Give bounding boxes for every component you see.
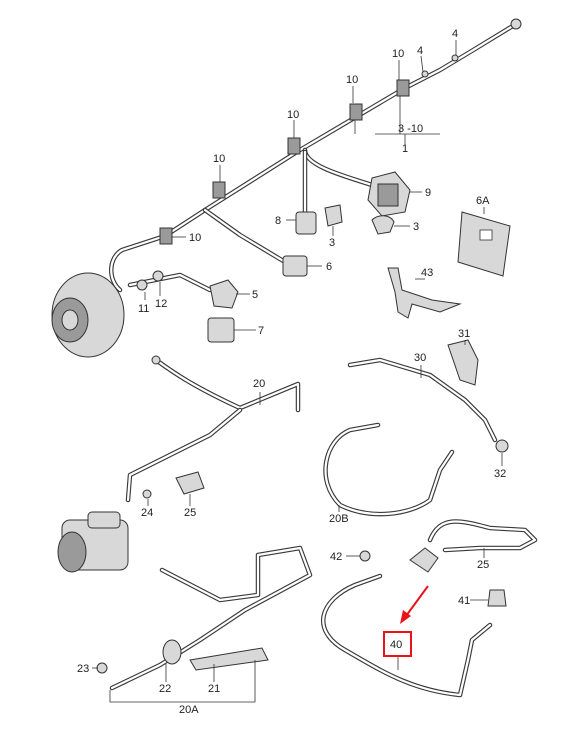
- highlight-part-40: 40: [383, 585, 429, 657]
- label-30: 30: [414, 352, 426, 364]
- label-12: 12: [155, 298, 167, 310]
- label-42: 42: [330, 551, 342, 563]
- label-5: 5: [252, 289, 258, 301]
- washer-12: [152, 270, 164, 282]
- label-20: 20: [253, 378, 265, 390]
- main-harness: [109, 18, 522, 293]
- harness-clip: [396, 79, 410, 97]
- label-40: 40: [390, 639, 402, 651]
- label-24: 24: [141, 507, 153, 519]
- nut-23: [96, 662, 108, 674]
- cable-25: [427, 519, 538, 553]
- grommet: [451, 54, 459, 62]
- boot-5: [209, 279, 239, 309]
- harness-clip: [159, 227, 173, 245]
- label-10: 10: [189, 232, 201, 244]
- label-31: 31: [458, 328, 470, 340]
- nut-11: [136, 279, 148, 291]
- connector-9: [367, 171, 411, 217]
- label-20a: 20A: [179, 704, 199, 716]
- sensor-7: [207, 317, 235, 343]
- clip-3b: [371, 215, 395, 235]
- label-25: 25: [184, 507, 196, 519]
- label-21: 21: [208, 683, 220, 695]
- label-10: 10: [346, 74, 358, 86]
- highlight-box: [383, 631, 412, 657]
- label-25: 25: [477, 559, 489, 571]
- label-sheet-6a: [457, 211, 511, 277]
- bracket-31: [447, 339, 479, 386]
- connector-6: [282, 255, 308, 277]
- harness-20: [125, 355, 301, 503]
- grommet-25: [175, 471, 205, 495]
- harness-clip: [349, 103, 363, 121]
- alternator: [51, 272, 125, 358]
- clip-3: [324, 204, 343, 227]
- starter-motor: [57, 511, 129, 573]
- cable-40: [321, 573, 493, 698]
- label-10: 10: [287, 109, 299, 121]
- harness-clip: [287, 137, 301, 155]
- bracket-43: [387, 267, 462, 319]
- label-7: 7: [258, 325, 264, 337]
- label-4: 4: [452, 28, 458, 40]
- cable-guide-21: [189, 647, 269, 671]
- label-41: 41: [458, 595, 470, 607]
- highlight-arrow-head: [400, 610, 411, 624]
- label-43: 43: [421, 267, 433, 279]
- label-10: 10: [392, 48, 404, 60]
- label-10: 10: [213, 153, 225, 165]
- terminal-25: [409, 547, 439, 573]
- label-3-10: 3 -10: [398, 123, 423, 135]
- label-22: 22: [159, 683, 171, 695]
- label-8: 8: [275, 215, 281, 227]
- label-23: 23: [77, 663, 89, 675]
- label-9: 9: [425, 187, 431, 199]
- label-32: 32: [494, 468, 506, 480]
- label-4: 4: [417, 45, 423, 57]
- label-11: 11: [138, 303, 149, 315]
- label-3: 3: [329, 237, 335, 249]
- sensor-8: [295, 211, 317, 235]
- harness-clip: [212, 181, 226, 199]
- label-6: 6: [326, 261, 332, 273]
- label-20b: 20B: [329, 513, 349, 525]
- grommet: [421, 70, 429, 78]
- cable-30: [347, 357, 498, 443]
- leader-lines: [92, 40, 503, 703]
- label-3: 3: [413, 221, 419, 233]
- nut-42: [359, 550, 371, 562]
- label-1: 1: [402, 143, 408, 155]
- grommet-22: [162, 639, 182, 665]
- cap-41: [487, 589, 507, 607]
- nut-24: [142, 489, 152, 499]
- highlight-arrow-shaft: [405, 585, 429, 617]
- ring-terminal: [151, 355, 161, 365]
- ring-terminal: [510, 18, 522, 30]
- cap-32: [495, 439, 509, 453]
- label-6a: 6A: [476, 195, 490, 207]
- cable-20b: [323, 422, 455, 517]
- callout-labels: 10 4 4 10 10 3 -10 1 10 9 6A 8 3 10 3 6 …: [77, 28, 506, 716]
